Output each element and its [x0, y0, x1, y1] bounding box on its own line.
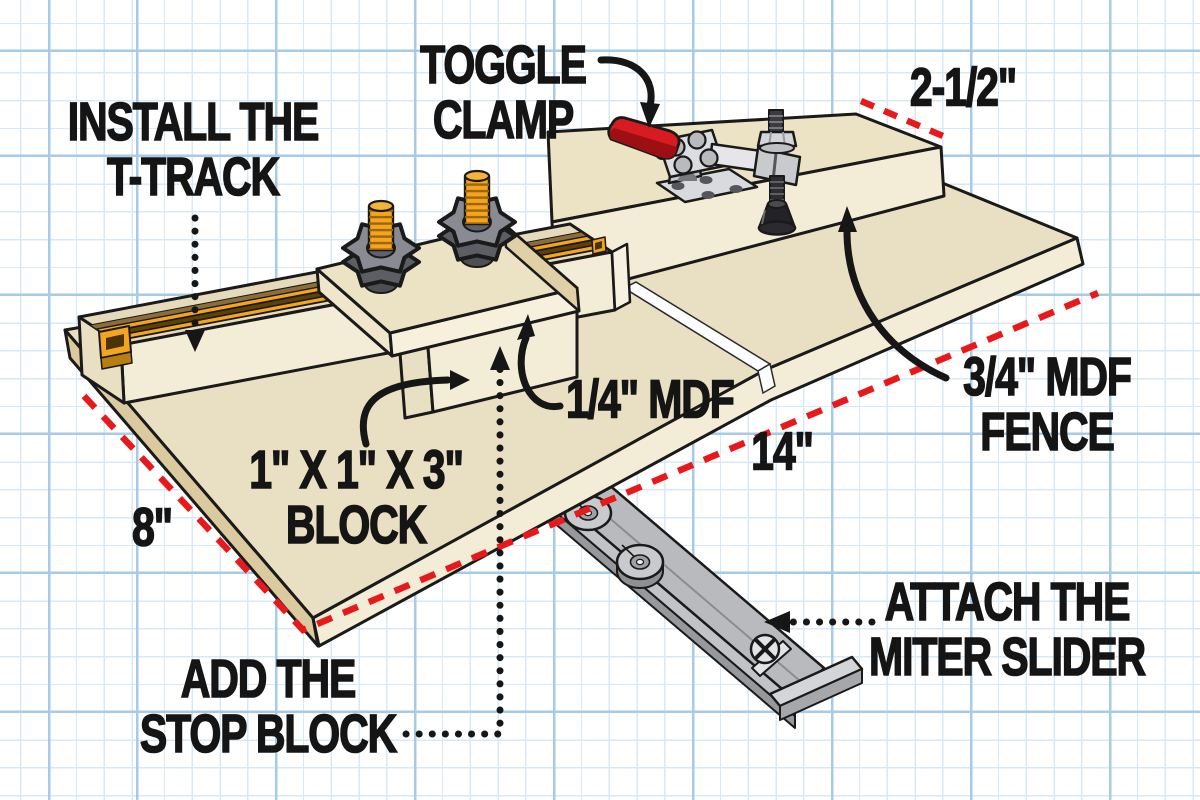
label-line: BLOCK: [285, 495, 428, 555]
clamp-plate-hole: [671, 182, 685, 190]
dimension-value: 8": [131, 497, 173, 558]
arrowhead-icon: [517, 314, 535, 340]
arrowhead-icon: [838, 206, 857, 232]
washer-hole: [635, 558, 645, 566]
leader-arrow-down-icon: [185, 330, 205, 352]
threaded-stud: [463, 169, 491, 226]
label-line: STOP BLOCK: [139, 704, 398, 764]
label-line: CLAMP: [432, 90, 575, 150]
dimension-14in: 14": [751, 421, 815, 482]
leader-lines: [185, 214, 876, 738]
clamp-base-plate: [655, 167, 759, 204]
dashed-dimension-line-8in-14in: [81, 290, 1100, 634]
label-line: 3/4" MDF: [963, 347, 1133, 407]
arrowhead-icon: [640, 102, 660, 128]
label-attach-miter-slider: ATTACH THE MITER SLIDER: [868, 572, 1146, 687]
saw-kerf-slot: [622, 281, 776, 395]
arrowhead-icon: [450, 370, 470, 390]
clamp-red-handle: [607, 116, 681, 160]
label-install-t-track: INSTALL THE T-TRACK: [67, 92, 320, 207]
dashed-dimension-line-2half: [859, 98, 952, 142]
track-board-right-end-face: [610, 242, 632, 312]
curved-arrow-toggle-clamp: [597, 56, 655, 110]
clamp-spindle: [756, 109, 798, 205]
dimension-value: 14": [751, 421, 815, 482]
label-fence-mdf: 3/4" MDF FENCE: [963, 347, 1133, 462]
clamp-clevis: [752, 146, 802, 187]
dimension-lines: [81, 98, 1100, 634]
label-toggle-clamp: TOGGLE CLAMP: [420, 35, 588, 150]
label-add-stop-block: ADD THE STOP BLOCK: [139, 649, 398, 764]
clamp-rubber-foot: [757, 199, 797, 236]
t-track-right-end-slot: [595, 241, 602, 250]
clamp-plate-hole: [729, 185, 743, 193]
leader-arrow-left-icon: [764, 611, 790, 633]
star-knob: [437, 169, 517, 268]
clamp-rivet: [699, 148, 719, 168]
leader-arrow-up-icon: [490, 346, 510, 370]
slider-end-flange-side: [779, 668, 863, 721]
screw-cross: [755, 639, 775, 659]
label-block: 1" X 1" X 3" BLOCK: [249, 440, 465, 555]
star-knob: [341, 199, 421, 294]
curved-arrow-block: [359, 376, 452, 448]
label-line: 1" X 1" X 3": [249, 440, 465, 500]
label-line: FENCE: [980, 402, 1116, 462]
dotted-leader-stop-block: [402, 364, 504, 738]
clamp-plate-hole: [699, 176, 713, 184]
clamp-plate-hole: [701, 191, 715, 199]
t-track-left-end-shadow: [100, 351, 133, 370]
kerf-edge-notch: [757, 362, 776, 395]
label-line: TOGGLE: [420, 35, 588, 95]
clamp-rivet: [673, 155, 693, 175]
clamp-washer: [759, 142, 795, 154]
dimension-value: 2-1/2": [909, 57, 1018, 118]
toggle-clamp: [607, 109, 802, 236]
curved-arrow-fence: [843, 224, 950, 382]
label-line: INSTALL THE: [67, 92, 320, 152]
curved-arrow-quarter-mdf: [517, 334, 564, 411]
clamp-hex-nut: [756, 130, 798, 148]
label-quarter-mdf: 1/4" MDF: [565, 369, 735, 430]
label-line: T-TRACK: [106, 147, 280, 207]
label-line: 1/4" MDF: [565, 369, 735, 430]
stop-block: [315, 169, 581, 420]
callout-arrows: [359, 56, 950, 448]
dimension-8in: 8": [131, 497, 173, 558]
label-line: ATTACH THE: [884, 572, 1131, 632]
threaded-stud: [367, 199, 395, 252]
label-line: ADD THE: [180, 649, 357, 709]
label-line: MITER SLIDER: [868, 627, 1146, 687]
clamp-rivet: [687, 130, 707, 150]
t-track-left-end-slot: [106, 334, 124, 350]
dimension-2half: 2-1/2": [909, 57, 1018, 118]
